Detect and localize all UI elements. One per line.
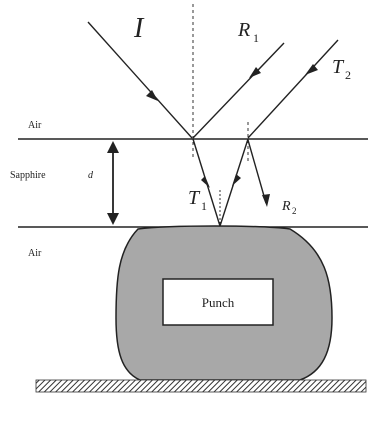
label-t1-sub: 1 (201, 199, 207, 213)
refracted-ray-t1-arrow (201, 176, 210, 188)
label-r2-sub: 2 (292, 206, 297, 216)
incident-ray (87, 21, 193, 139)
label-t1: T (188, 187, 201, 209)
label-air-bottom: Air (28, 248, 42, 259)
label-thickness: d (88, 170, 94, 181)
reflected-ray-r2 (247, 139, 267, 204)
hatched-base (35, 379, 367, 393)
incident-ray-arrow (146, 90, 158, 101)
reflected-ray-r1 (192, 42, 285, 139)
label-r2: R (281, 199, 291, 214)
label-r1: R (237, 19, 250, 41)
label-air-top: Air (28, 120, 42, 131)
label-punch: Punch (202, 295, 235, 310)
label-sapphire: Sapphire (10, 170, 46, 181)
label-incident: I (133, 13, 145, 44)
label-t2: T (332, 56, 345, 78)
punch-label-box (162, 278, 274, 326)
transmitted-ray-t2 (247, 39, 339, 139)
label-r1-sub: 1 (253, 31, 259, 45)
thickness-arrow-head-top (107, 141, 119, 153)
reflected-ray-r1-arrow (249, 67, 261, 78)
reflected-ray-r2-arrow (262, 194, 270, 207)
internal-reflected-ray-arrow (232, 174, 241, 186)
label-t2-sub: 2 (345, 68, 351, 82)
thickness-arrow-head-bottom (107, 213, 119, 225)
transmitted-ray-t2-arrow (305, 64, 318, 75)
